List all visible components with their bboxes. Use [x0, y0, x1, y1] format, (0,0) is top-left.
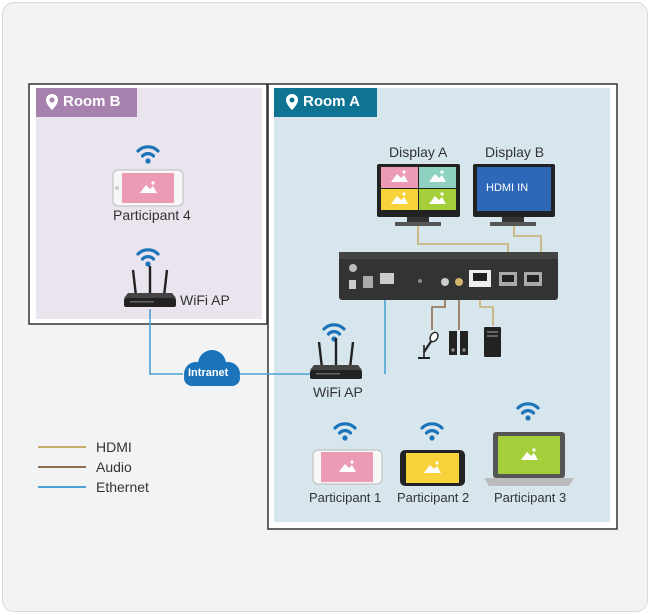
pc-tower	[484, 327, 501, 357]
speakers	[449, 331, 468, 355]
ethernet-lines	[149, 292, 386, 375]
intranet-label: Intranet	[188, 367, 229, 379]
participant-3-label: Participant 3	[494, 490, 567, 505]
participant-2-label: Participant 2	[397, 490, 470, 505]
display-a-label: Display A	[389, 144, 448, 160]
room-b-label: Room B	[63, 93, 121, 110]
participant-4-phone	[112, 145, 184, 207]
display-b-screen-text: HDMI IN	[486, 182, 529, 194]
display-b-label: Display B	[485, 144, 545, 160]
intranet-cloud-shape	[184, 350, 240, 386]
wifi-ap-b-label: WiFi AP	[180, 292, 230, 308]
location-pin-icon	[286, 94, 298, 110]
participant-1-phone	[312, 422, 383, 485]
wifi-ap-a-label: WiFi AP	[313, 384, 363, 400]
participant-3-laptop	[484, 402, 574, 486]
display-b	[473, 164, 555, 226]
participant-1-label: Participant 1	[309, 490, 382, 505]
legend-ethernet-label: Ethernet	[96, 479, 149, 495]
display-a	[377, 164, 460, 226]
legend-audio-label: Audio	[96, 459, 132, 475]
room-b-tab: Room B	[37, 88, 137, 116]
presentation-switch	[339, 252, 558, 300]
room-a-label: Room A	[303, 93, 360, 110]
participant-2-phone	[400, 422, 465, 486]
participant-4-label: Participant 4	[113, 207, 191, 223]
location-pin-icon	[46, 94, 58, 110]
room-a-tab: Room A	[277, 88, 379, 116]
microphone	[418, 331, 439, 359]
legend-hdmi-label: HDMI	[96, 439, 132, 455]
